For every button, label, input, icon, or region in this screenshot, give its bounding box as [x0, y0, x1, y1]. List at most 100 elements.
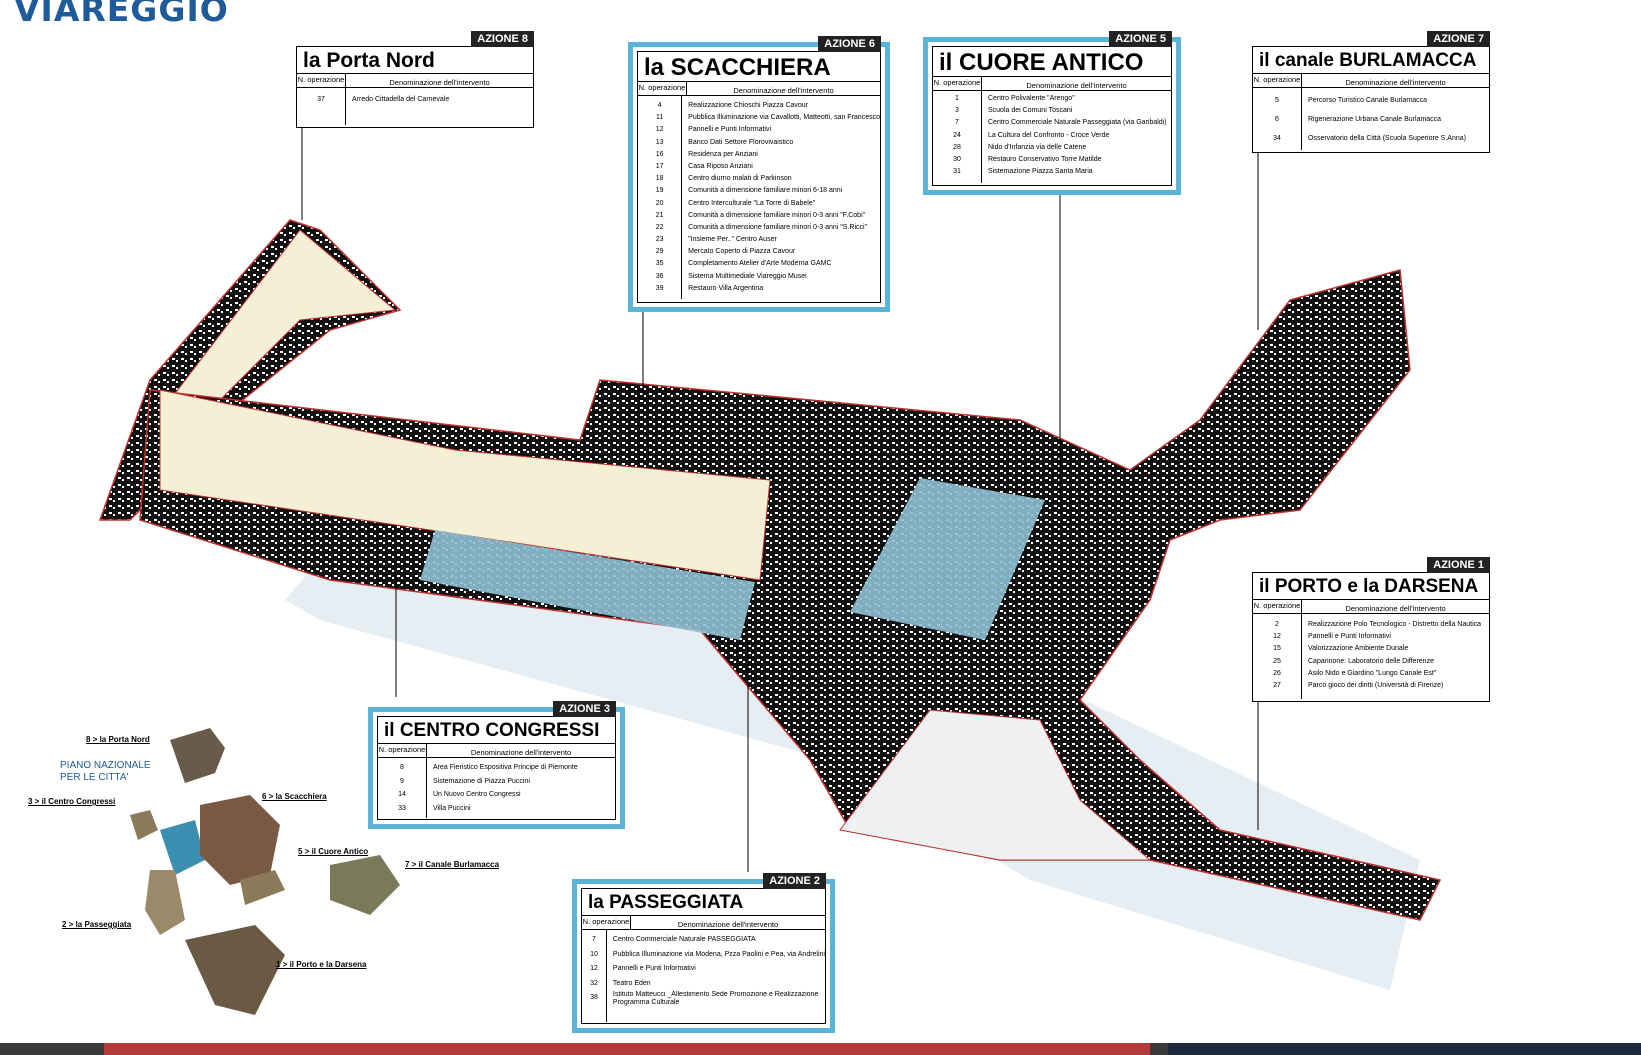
- row-num: 14: [398, 791, 406, 798]
- azione-label: AZIONE 6: [818, 36, 881, 52]
- col-header-num: N. operazione: [638, 82, 687, 95]
- row-num: 13: [655, 138, 664, 146]
- legend-item-scacchiera: 6 > la Scacchiera: [262, 792, 327, 801]
- azione-label: AZIONE 2: [763, 873, 826, 889]
- row-desc: Residenza per Anziani: [688, 150, 758, 158]
- row-num: 31: [953, 168, 961, 176]
- row-desc: Istituto Matteucci _Allestimento Sede Pr…: [612, 991, 819, 1006]
- row-num: 37: [317, 96, 325, 103]
- panel-title: la Porta Nord: [297, 47, 533, 74]
- row-num: 30: [953, 155, 961, 163]
- row-num: 33: [398, 804, 406, 812]
- row-desc: Pannelli e Punti Informativi: [612, 965, 696, 972]
- cuore-antico-area: [850, 478, 1045, 640]
- row-num: 39: [655, 284, 664, 292]
- row-desc: Parco gioco dei diritti (Università di F…: [1308, 681, 1444, 689]
- legend-item-porta-nord: 8 > la Porta Nord: [86, 735, 150, 744]
- panel-scacchiera: AZIONE 6 la SCACCHIERA N. operazione Deno…: [628, 36, 890, 312]
- row-desc: Restauro Villa Argentina: [688, 284, 764, 292]
- row-desc: Percorso Turistico Canale Burlamacca: [1308, 97, 1428, 104]
- row-desc: Pubblica Illuminazione via Modena, Pzza …: [612, 950, 825, 958]
- row-num: 5: [1275, 97, 1279, 104]
- col-header-num: N. operazione: [378, 744, 427, 757]
- col-header-desc: Denominazione dell'intervento: [470, 748, 572, 757]
- row-desc: Valorizzazione Ambiente Dunale: [1308, 645, 1409, 653]
- panel-porto-darsena: AZIONE 1 il PORTO e la DARSENA N. operaz…: [1252, 557, 1490, 702]
- row-num: 27: [1273, 681, 1281, 689]
- legend-puzzle-map: [130, 728, 400, 1015]
- col-header-desc: Denominazione dell'intervento: [389, 78, 490, 87]
- azione-label: AZIONE 1: [1427, 557, 1490, 573]
- row-num: 7: [955, 119, 959, 127]
- legend-item-passeggiata: 2 > la Passeggiata: [62, 920, 132, 929]
- col-header-num: N. operazione: [582, 916, 631, 929]
- row-desc: Sistema Multimediale Viareggio Musei: [688, 272, 807, 280]
- col-header-num: N. operazione: [1253, 74, 1302, 87]
- row-desc: Comunità a dimensione familiare minori 6…: [688, 187, 843, 195]
- azione-label: AZIONE 7: [1427, 31, 1490, 47]
- row-desc: Area Fieristico Espositiva Principe di P…: [433, 764, 578, 771]
- legend-item-porto: 1 > il Porto e la Darsena: [276, 960, 367, 969]
- row-num: 8: [400, 764, 404, 771]
- port-area: [839, 709, 1152, 861]
- row-desc: Arredo Cittadella del Carnevale: [352, 96, 450, 103]
- row-num: 21: [655, 211, 664, 219]
- row-num: 22: [655, 223, 664, 231]
- row-desc: Centro Commerciale Naturale Passeggiata …: [988, 119, 1167, 127]
- legend-item-centro-congressi: 3 > il Centro Congressi: [28, 797, 116, 806]
- panel-title: la SCACCHIERA: [638, 52, 880, 82]
- passeggiata-area: [420, 530, 755, 640]
- panel-title: il PORTO e la DARSENA: [1253, 573, 1489, 600]
- row-desc: Rigenerazione Urbana Canale Burlamacca: [1308, 116, 1442, 123]
- panel-title: il canale BURLAMACCA: [1253, 47, 1489, 74]
- row-desc: Completamento Atelier d'Arte Moderna GAM…: [688, 260, 832, 268]
- row-desc: Osservatorio della Città (Scuola Superio…: [1308, 135, 1466, 142]
- row-desc: La Cultura del Confronto - Croce Verde: [988, 131, 1110, 139]
- row-num: 32: [590, 979, 598, 987]
- row-desc: Realizzazione Polo Tecnologico - Distret…: [1308, 621, 1482, 628]
- row-num: 9: [400, 777, 404, 785]
- row-num: 12: [1273, 633, 1281, 641]
- azione-label: AZIONE 3: [553, 701, 616, 717]
- row-desc: Centro diurno malati di Parkinson: [688, 175, 792, 183]
- city-main-area: [139, 269, 1442, 921]
- row-num: 29: [655, 248, 664, 256]
- row-num: 25: [1273, 657, 1281, 665]
- row-num: 24: [953, 131, 961, 139]
- row-desc: Pannelli e Punti Informativi: [1308, 633, 1391, 641]
- row-num: 19: [655, 187, 664, 195]
- panel-burlamacca: AZIONE 7 il canale BURLAMACCA N. operazi…: [1252, 31, 1490, 153]
- row-desc: Sistemazione di Piazza Puccini: [433, 777, 530, 785]
- row-desc: Asilo Nido e Giardino "Lungo Canale Est": [1308, 669, 1437, 677]
- row-num: 18: [655, 175, 664, 183]
- row-num: 1: [955, 95, 959, 102]
- col-header-desc: Denominazione dell'intervento: [1345, 604, 1446, 613]
- col-header-desc: Denominazione dell'intervento: [677, 920, 779, 929]
- row-num: 35: [655, 260, 664, 268]
- viareggio-logo: VIAREGGIO: [14, 0, 229, 29]
- panel-title: il CENTRO CONGRESSI: [378, 717, 615, 744]
- col-header-desc: Denominazione dell'intervento: [1345, 78, 1446, 87]
- row-num: 3: [955, 107, 959, 115]
- col-header-num: N. operazione: [1253, 600, 1302, 613]
- row-num: 17: [655, 162, 664, 170]
- azione-label: AZIONE 5: [1109, 31, 1172, 47]
- row-num: 2: [1275, 621, 1279, 628]
- col-header-desc: Denominazione dell'intervento: [1026, 81, 1127, 90]
- row-desc: Un Nuovo Centro Congressi: [433, 791, 521, 798]
- row-desc: Banco Dati Settore Florovivaistico: [688, 138, 794, 146]
- row-desc: Scuola dei Comuni Toscani: [988, 107, 1073, 115]
- row-desc: Teatro Eden: [612, 979, 651, 987]
- row-num: 28: [953, 143, 961, 151]
- panel-title: la PASSEGGIATA: [582, 889, 825, 916]
- row-desc: Villa Puccini: [433, 804, 471, 812]
- row-desc: Mercato Coperto di Piazza Cavour: [688, 248, 796, 256]
- col-header-desc: Denominazione dell'intervento: [733, 86, 834, 95]
- row-num: 10: [590, 950, 598, 958]
- beige-strip: [159, 389, 771, 581]
- taskbar-apps[interactable]: [104, 1043, 1150, 1055]
- row-desc: Capannone: Laboratorio delle Differenze: [1308, 657, 1434, 665]
- taskbar-tray[interactable]: [1168, 1043, 1641, 1055]
